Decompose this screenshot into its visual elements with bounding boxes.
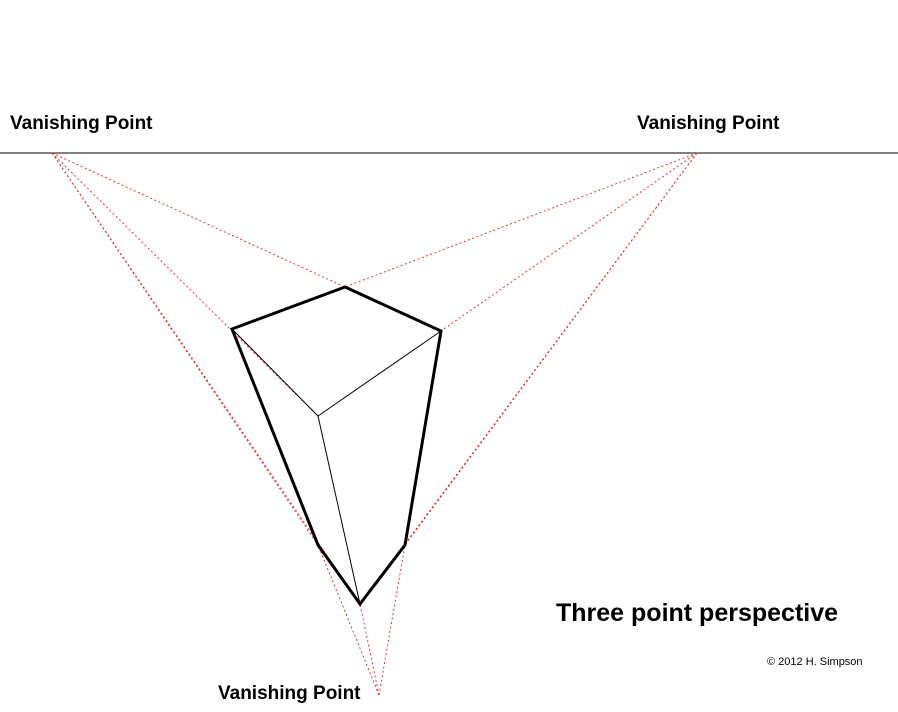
- copyright-notice: © 2012 H. Simpson: [767, 656, 863, 668]
- construction-line: [378, 544, 406, 696]
- construction-line: [51, 152, 319, 546]
- vanishing-point-left-label: Vanishing Point: [10, 113, 153, 134]
- inner-edge: [231, 328, 319, 417]
- inner-edges: [231, 328, 442, 605]
- construction-line: [344, 152, 698, 288]
- construction-line: [317, 544, 380, 696]
- vanishing-point-right-label: Vanishing Point: [637, 113, 780, 134]
- vanishing-point-bottom-label: Vanishing Point: [218, 683, 361, 704]
- construction-line: [359, 152, 698, 605]
- inner-edge: [317, 330, 442, 417]
- construction-line: [359, 603, 380, 696]
- box-outline: [230, 285, 443, 607]
- construction-line: [51, 152, 319, 417]
- construction-lines: [51, 152, 698, 696]
- diagram-title: Three point perspective: [556, 599, 839, 627]
- inner-edge: [317, 415, 361, 605]
- construction-line: [51, 152, 361, 605]
- construction-line: [51, 152, 346, 288]
- construction-line: [440, 152, 698, 332]
